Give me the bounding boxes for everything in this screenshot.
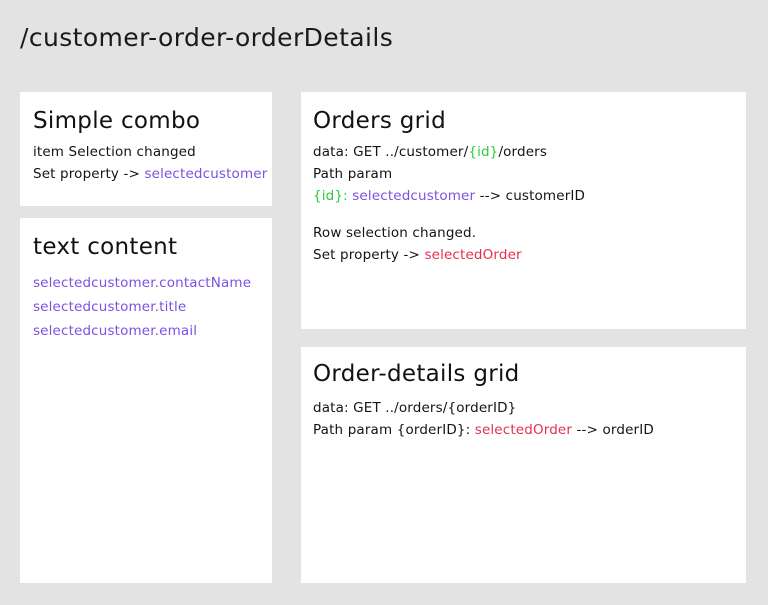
orders-grid-event-line: Row selection changed. bbox=[313, 225, 477, 241]
orders-grid-mapping-line: {id}: selectedcustomer --> customerID bbox=[313, 188, 585, 204]
order-details-grid-data-line: data: GET ../orders/{orderID} bbox=[313, 400, 517, 416]
card-simple-combo[interactable]: Simple combo item Selection changed Set … bbox=[20, 92, 272, 206]
order-details-grid-path-prefix: Path param {orderID}: bbox=[313, 422, 471, 438]
card-text-content[interactable]: text content selectedcustomer.contactNam… bbox=[20, 218, 272, 583]
orders-grid-data-param: {id} bbox=[468, 144, 499, 160]
orders-grid-data-suffix: /orders bbox=[498, 144, 548, 160]
order-details-grid-path-suffix: --> orderID bbox=[576, 422, 654, 438]
text-content-binding-3: selectedcustomer.email bbox=[33, 323, 198, 339]
page-title: /customer-order-orderDetails bbox=[20, 23, 394, 52]
simple-combo-set-property-line: Set property -> selectedcustomer bbox=[33, 166, 267, 182]
orders-grid-mapping-value: selectedcustomer bbox=[352, 188, 476, 204]
card-orders-grid[interactable]: Orders grid data: GET ../customer/{id}/o… bbox=[301, 92, 746, 329]
card-text-content-body: selectedcustomer.contactName selectedcus… bbox=[33, 275, 251, 347]
card-order-details-grid-heading: Order-details grid bbox=[313, 361, 520, 387]
text-content-binding-1: selectedcustomer.contactName bbox=[33, 275, 252, 291]
orders-grid-mapping-target: --> customerID bbox=[479, 188, 586, 204]
card-orders-grid-body: data: GET ../customer/{id}/orders Path p… bbox=[313, 144, 585, 269]
orders-grid-set-property-line: Set property -> selectedOrder bbox=[313, 247, 585, 263]
orders-grid-set-prefix: Set property -> bbox=[313, 247, 420, 263]
orders-grid-data-label: data: GET ../customer/ bbox=[313, 144, 469, 160]
orders-grid-path-param-label: Path param bbox=[313, 166, 393, 182]
orders-grid-mapping-key: {id}: bbox=[313, 188, 348, 204]
simple-combo-set-value: selectedcustomer bbox=[144, 166, 268, 182]
text-content-binding-2: selectedcustomer.title bbox=[33, 299, 187, 315]
orders-grid-spacer bbox=[313, 210, 585, 225]
card-text-content-heading: text content bbox=[33, 234, 178, 260]
simple-combo-set-prefix: Set property -> bbox=[33, 166, 140, 182]
card-simple-combo-heading: Simple combo bbox=[33, 108, 201, 134]
card-order-details-grid-body: data: GET ../orders/{orderID} Path param… bbox=[313, 400, 654, 444]
order-details-grid-path-line: Path param {orderID}: selectedOrder --> … bbox=[313, 422, 654, 438]
simple-combo-event-line: item Selection changed bbox=[33, 144, 196, 160]
orders-grid-set-value: selectedOrder bbox=[424, 247, 522, 263]
card-simple-combo-body: item Selection changed Set property -> s… bbox=[33, 144, 267, 188]
orders-grid-data-line: data: GET ../customer/{id}/orders bbox=[313, 144, 585, 160]
card-order-details-grid[interactable]: Order-details grid data: GET ../orders/{… bbox=[301, 347, 746, 583]
order-details-grid-path-value: selectedOrder bbox=[474, 422, 573, 438]
card-orders-grid-heading: Orders grid bbox=[313, 108, 447, 134]
